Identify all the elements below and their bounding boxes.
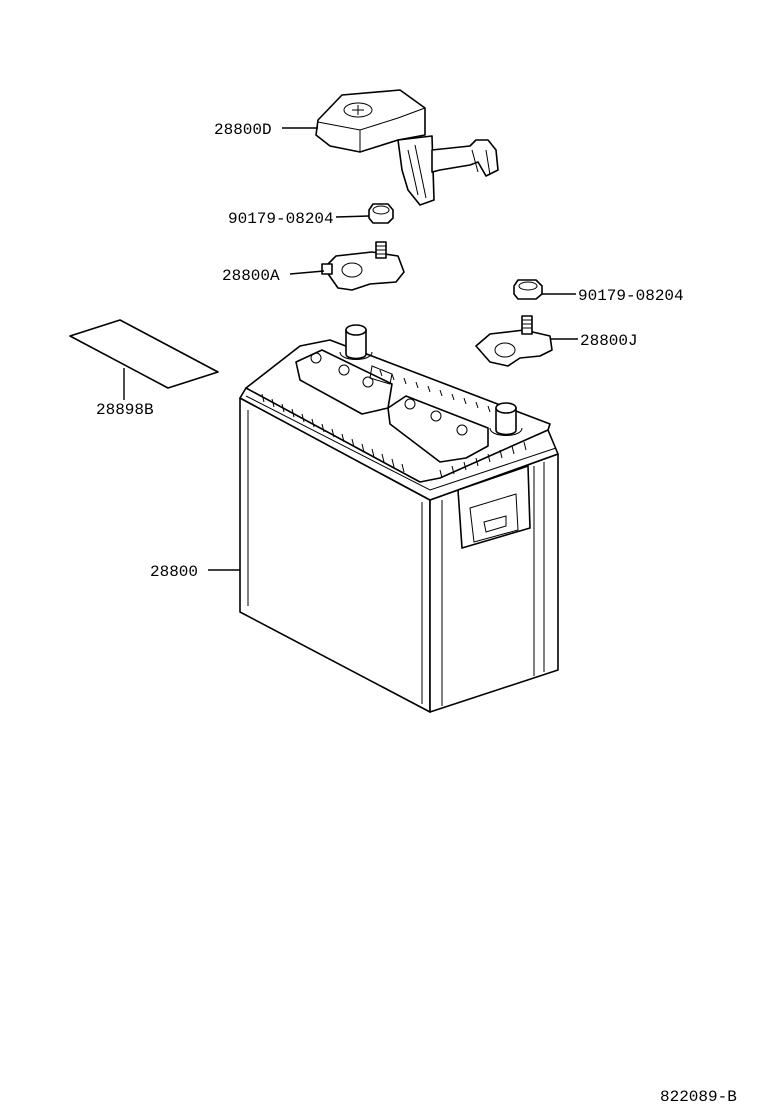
label-sheet-shape [69,319,219,389]
leader-lines [123,127,578,571]
negative-clamp-shape [321,241,405,291]
terminal-cover-shape [315,89,499,206]
label-28898B: 28898B [96,401,154,419]
battery-shape [239,324,559,713]
positive-clamp-shape [475,315,553,367]
label-28800A: 28800A [222,267,280,285]
label-28800D: 28800D [214,121,272,139]
right-nut-shape [513,279,543,300]
figure-code: 822089-B [660,1088,737,1106]
label-90179-right: 90179-08204 [578,287,684,305]
label-90179-upper: 90179-08204 [228,210,334,228]
label-28800: 28800 [150,563,198,581]
upper-nut-shape [368,203,394,224]
label-28800J: 28800J [580,332,638,350]
